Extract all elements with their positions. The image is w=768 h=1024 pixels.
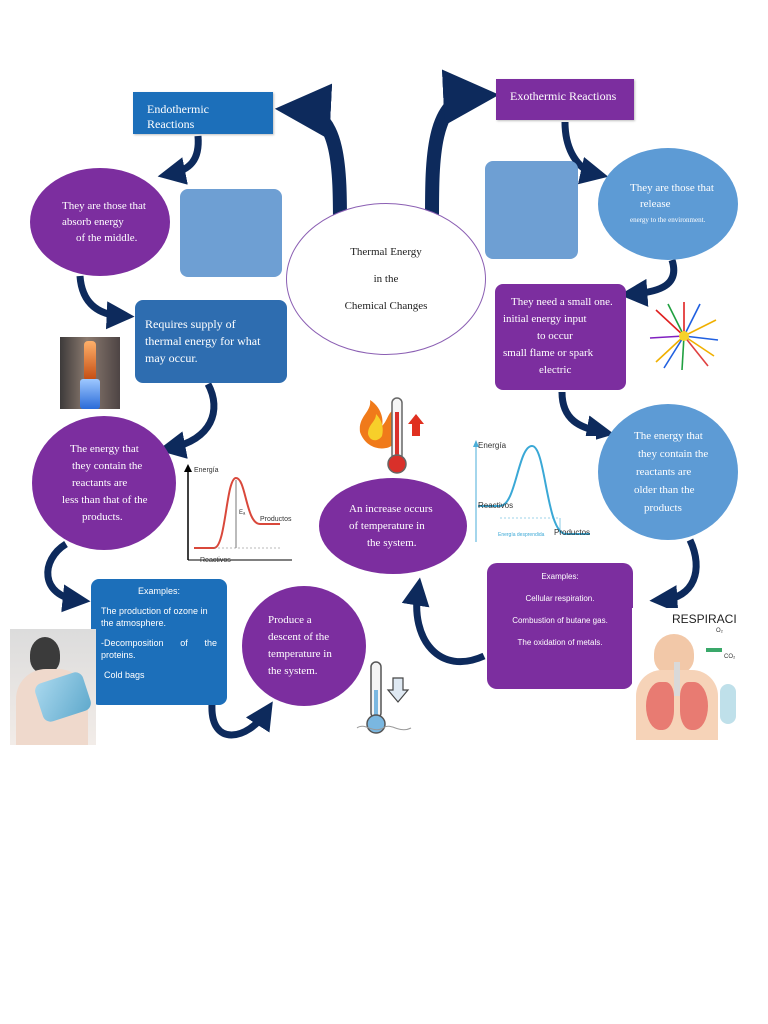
endo-example-2: -Decomposition of the proteins.	[101, 638, 217, 660]
exo-diagram-y-label: Energía	[478, 441, 507, 450]
exo-result-line-2: of temperature in	[349, 519, 425, 532]
thermometer-down-icon	[356, 661, 412, 734]
exo-example-1: Cellular respiration.	[525, 594, 595, 603]
endo-energy-line-4: less than that of the	[62, 493, 148, 506]
endo-result-line-2: descent of the	[268, 631, 330, 643]
arrow-endo-definition-to-requirement	[76, 275, 135, 330]
arrow-exo-examples-to-result	[401, 577, 486, 665]
exo-diagram-products-label: Productos	[554, 528, 590, 537]
endo-result-line-1: Produce a	[268, 614, 312, 626]
endo-diagram-curve	[194, 476, 280, 549]
endo-diagram-y-arrowhead	[184, 464, 192, 472]
exo-requirement-line-2: initial energy input	[503, 313, 587, 325]
exothermic-title-box: Exothermic Reactions	[496, 79, 634, 120]
exo-examples-title: Examples:	[541, 572, 579, 581]
endo-requirement-box: Requires supply of thermal energy for wh…	[135, 300, 287, 383]
exo-diagram-y-arrowhead	[473, 440, 479, 447]
center-topic-ellipse: Thermal Energy in the Chemical Changes	[286, 203, 486, 355]
exo-requirement-box: They need a small one. initial energy in…	[495, 284, 626, 390]
exothermic-title: Exothermic Reactions	[510, 89, 617, 103]
endo-diagram-ea-label: Eₐ	[239, 510, 246, 516]
endo-definition-ellipse: They are those that absorb energy of the…	[30, 168, 170, 276]
bunsen-flame-image	[60, 337, 120, 409]
endo-energy-line-2: they contain the	[72, 459, 143, 472]
arrow-endo-examples-to-result	[208, 701, 273, 739]
center-line-1: Thermal Energy	[350, 245, 422, 258]
exo-definition-line-2: release	[640, 198, 671, 210]
exo-energy-line-2: they contain the	[638, 448, 709, 460]
center-line-3: Chemical Changes	[344, 299, 428, 312]
endo-energy-ellipse: The energy that they contain the reactan…	[32, 416, 176, 550]
exo-definition-line-1: They are those that	[630, 182, 714, 194]
arrow-endo-title-to-definition	[157, 135, 202, 185]
exo-result-line-1: An increase occurs	[349, 502, 433, 515]
exo-examples-box: Examples: Cellular respiration. Combusti…	[487, 563, 633, 689]
exo-requirement-line-1: They need a small one.	[511, 296, 613, 308]
exo-diagram-reactants-label: Reactivos	[478, 501, 513, 510]
endo-diagram-products-label: Productos	[260, 516, 292, 523]
exo-diagram-released-label: Energía desprendida	[498, 532, 545, 538]
respiration-label: RESPIRACIÓ	[672, 612, 736, 626]
endo-result-ellipse: Produce a descent of the temperature in …	[242, 586, 366, 706]
endothermic-energy-diagram: Energía Eₐ Productos Reactivos	[180, 462, 298, 568]
respiration-o2-label: O₂	[716, 628, 723, 634]
endo-diagram-y-label: Energía	[194, 467, 219, 474]
endo-examples-title: Examples:	[137, 586, 181, 596]
endo-definition-line-3: of the middle.	[76, 232, 138, 244]
arrow-center-to-exothermic	[425, 69, 500, 219]
spark-icon	[649, 302, 719, 371]
endo-example-3: Cold bags	[104, 670, 145, 680]
exo-result-line-3: the system.	[367, 536, 417, 549]
exo-energy-line-5: products	[644, 502, 682, 514]
endo-requirement-line-1: Requires supply of	[145, 317, 236, 331]
endo-examples-box: Examples: The production of ozone in the…	[91, 579, 227, 705]
thermometer-up-flame-icon	[359, 397, 424, 474]
arrow-exo-energy-to-examples	[649, 538, 700, 613]
endo-energy-line-3: reactants are	[72, 476, 128, 489]
exo-requirement-line-5: electric	[539, 364, 572, 376]
exo-energy-ellipse: The energy that they contain the reactan…	[598, 404, 738, 540]
endo-diagram-reactants-label: Reactivos	[200, 557, 231, 564]
endo-energy-line-5: products.	[82, 510, 123, 523]
endo-definition-line-1: They are those that	[62, 200, 146, 212]
endothermic-title-box: Endothermic Reactions	[133, 92, 273, 134]
endo-placeholder-square	[180, 189, 282, 277]
exothermic-energy-diagram: Energía Reactivos Energía desprendida Pr…	[470, 436, 596, 550]
exo-requirement-line-4: small flame or spark	[503, 347, 594, 359]
exo-energy-line-3: reactants are	[636, 466, 692, 478]
endo-energy-line-1: The energy that	[70, 442, 139, 455]
endo-result-line-4: the system.	[268, 665, 318, 677]
exo-example-2: Combustion of butane gas.	[512, 616, 608, 625]
cold-bag-photo	[10, 629, 96, 745]
arrow-endo-energy-to-examples	[44, 541, 91, 613]
respiration-co2-label: CO₂	[724, 654, 736, 660]
exo-diagram-curve	[478, 444, 590, 535]
endo-definition-line-2: absorb energy	[62, 216, 124, 228]
endo-example-1: The production of ozone in the atmospher…	[101, 606, 208, 628]
exo-requirement-line-3: to occur	[537, 330, 573, 342]
arrow-center-to-endothermic	[274, 83, 347, 229]
arrow-endo-requirement-to-energy	[157, 382, 218, 459]
exo-result-ellipse: An increase occurs of temperature in the…	[319, 478, 467, 574]
endo-requirement-line-3: may occur.	[145, 351, 198, 365]
arrow-exo-definition-to-requirement	[619, 258, 678, 307]
exo-definition-ellipse: They are those that release energy to th…	[598, 148, 738, 260]
endothermic-title: Endothermic Reactions	[147, 102, 209, 131]
endo-result-line-3: temperature in	[268, 648, 332, 660]
respiration-illustration: RESPIRACIÓ O₂ CO₂	[632, 608, 736, 740]
exo-placeholder-square	[485, 161, 578, 259]
exo-energy-line-1: The energy that	[634, 430, 703, 442]
exo-energy-line-4: older than the	[634, 484, 695, 496]
exo-definition-small: energy to the environment.	[630, 216, 706, 224]
arrow-exo-requirement-to-energy	[558, 391, 615, 444]
exo-example-3: The oxidation of metals.	[517, 638, 603, 647]
endo-requirement-line-2: thermal energy for what	[145, 334, 261, 348]
center-line-2: in the	[373, 272, 399, 285]
